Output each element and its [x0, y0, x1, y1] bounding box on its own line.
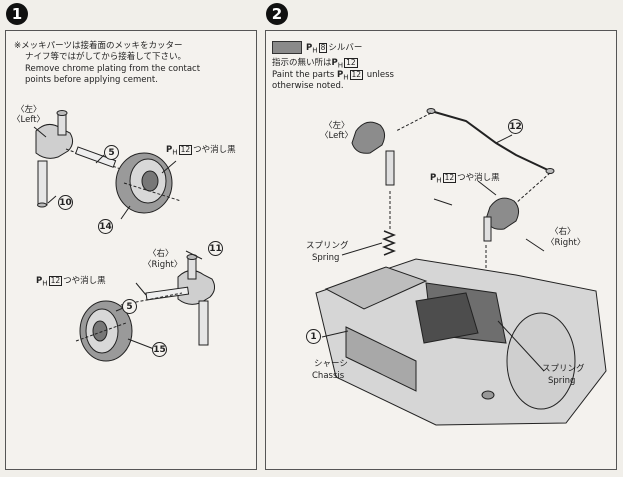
paint-prefix: P [166, 145, 173, 155]
legend-prefix: P [306, 43, 313, 53]
spring-left [381, 230, 397, 256]
engine-block [415, 292, 479, 344]
spring-label-jp-left: スプリング [306, 241, 349, 251]
right-label-en: 〈Right〉 [143, 260, 183, 270]
left-kingpin [57, 112, 67, 136]
default-paint-en-3: otherwise noted. [272, 81, 344, 91]
part-12-callout: 12 [508, 119, 523, 134]
paint-sub: H [337, 60, 344, 70]
right-label-jp: 〈右〉 [148, 249, 174, 259]
paint-label: つや消し黒 [457, 173, 500, 183]
left-stub-axle [37, 160, 48, 206]
left-label-en: 〈Left〉 [12, 115, 45, 125]
tie-rod-12 [430, 110, 551, 172]
paint-prefix: P [331, 58, 338, 68]
step-number: 1 [11, 5, 23, 23]
chrome-note-en-1: Remove chrome plating from the contact [25, 64, 201, 74]
part-5-callout: 5 [104, 145, 119, 160]
part-5b-callout: 5 [122, 299, 137, 314]
right-pin [145, 286, 190, 301]
step-number: 2 [271, 5, 283, 23]
paint-sub: H [436, 175, 442, 185]
paint-prefix: P [36, 276, 43, 286]
chassis-label-jp: シャーシ [314, 359, 348, 369]
step-1-drawing [33, 110, 216, 362]
step-2-badge: 2 [266, 3, 288, 25]
paint-code: 12 [344, 58, 358, 68]
step-2-drawing [315, 108, 607, 426]
part-10-callout: 10 [58, 195, 73, 210]
paint-sub: H [172, 147, 178, 157]
paint-label: つや消し黒 [193, 145, 236, 155]
left-label-jp: 〈左〉 [324, 121, 350, 131]
left-pin [74, 146, 117, 168]
paint-code: 12 [178, 145, 193, 155]
part-1-callout: 1 [306, 329, 321, 344]
default-paint-en-1: Paint the parts [272, 70, 335, 80]
left-knuckle [35, 124, 74, 159]
default-paint-en-2: unless [366, 70, 394, 80]
step-1-panel: ※メッキパーツは接着面のメッキをカッター ナイフ等ではがしてから接着して下さい。… [5, 30, 257, 470]
paint-sub: H [42, 278, 48, 288]
left-label-jp: 〈左〉 [16, 105, 42, 115]
right-label-en: 〈Right〉 [546, 238, 586, 248]
part-15-callout: 15 [152, 342, 167, 357]
silver-swatch [272, 41, 302, 54]
legend-label: シルバー [328, 43, 363, 53]
right-label-jp: 〈右〉 [550, 227, 576, 237]
spring-label-en-left: Spring [312, 253, 340, 263]
radiator [345, 326, 417, 392]
paint-sub: H [343, 72, 349, 82]
spring-label-en-right: Spring [548, 376, 576, 386]
chrome-note-jp-2: ナイフ等ではがしてから接着して下さい。 [25, 52, 186, 62]
part-14-callout: 14 [98, 219, 113, 234]
chrome-note-en-2: points before applying cement. [25, 75, 158, 85]
chassis-label-en: Chassis [312, 371, 345, 381]
step-1-badge: 1 [6, 3, 28, 25]
left-label-en: 〈Left〉 [320, 131, 353, 141]
right-stub-axle [198, 300, 209, 346]
spring-label-jp-right: スプリング [542, 364, 585, 374]
paint-code: 12 [48, 276, 63, 286]
default-paint-jp-text: 指示の無い所は [272, 58, 332, 68]
legend-sub: H [312, 45, 318, 55]
paint-code: 12 [442, 173, 457, 183]
paint-prefix: P [336, 70, 344, 80]
paint-label: つや消し黒 [63, 276, 106, 286]
chrome-note-jp-1: ※メッキパーツは接着面のメッキをカッター [14, 41, 183, 51]
part-11-callout: 11 [208, 241, 223, 256]
left-knuckle [351, 121, 386, 154]
paint-code: 12 [349, 70, 364, 80]
paint-prefix: P [430, 173, 437, 183]
legend-code: 8 [318, 43, 328, 53]
